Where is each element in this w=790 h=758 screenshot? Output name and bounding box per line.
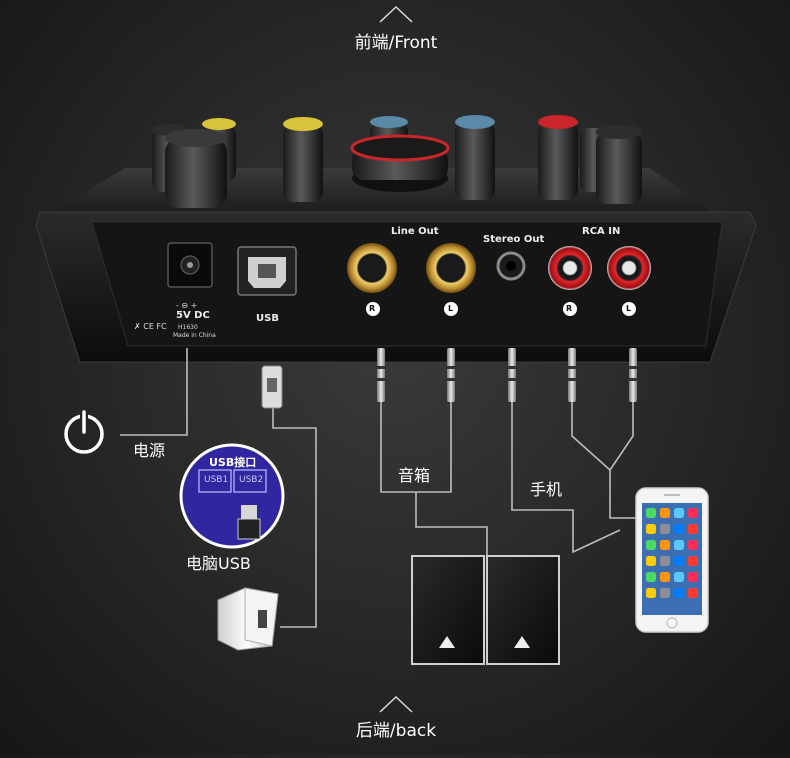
app-icon xyxy=(646,508,656,518)
usb-box-port1: USB1 xyxy=(204,475,229,485)
app-icon xyxy=(660,588,670,598)
device-knobs xyxy=(152,115,642,208)
knob-blue-cap xyxy=(455,115,495,129)
plug-speaker-r xyxy=(376,348,386,402)
badge-l xyxy=(622,302,636,316)
app-icon xyxy=(646,556,656,566)
badge-l xyxy=(444,302,458,316)
app-icon xyxy=(688,572,698,582)
app-icon xyxy=(660,524,670,534)
badge-r xyxy=(563,302,577,316)
back-chevron-icon xyxy=(379,695,413,713)
usb-box-port2: USB2 xyxy=(239,475,264,485)
rca-in-jack-r xyxy=(548,246,592,290)
model-label: H1630 xyxy=(178,324,198,331)
line-out-label: Line Out xyxy=(391,226,439,237)
audio-mixer-device xyxy=(35,115,757,363)
usb-box-title: USB接口 xyxy=(209,456,257,469)
badge-r xyxy=(366,302,380,316)
stereo-out-label: Stereo Out xyxy=(483,234,545,245)
app-icon xyxy=(688,556,698,566)
smartphone xyxy=(635,487,709,633)
app-icon xyxy=(674,524,684,534)
power-label: 电源 xyxy=(133,441,166,460)
triangle-up-icon xyxy=(439,636,455,648)
cables xyxy=(120,348,636,628)
made-in-label: Made in China xyxy=(173,332,216,339)
plug-speaker-l xyxy=(446,348,456,402)
knob-blue-cap xyxy=(370,116,408,128)
app-icon xyxy=(674,540,684,550)
computer-icon xyxy=(217,587,279,651)
master-volume-knob xyxy=(350,134,450,162)
usb-interface-callout xyxy=(179,443,285,549)
knob-red-cap xyxy=(538,115,578,129)
app-icon xyxy=(688,524,698,534)
computer-usb-label: 电脑USB xyxy=(186,554,251,573)
cert-label: ✗ CE FC xyxy=(134,322,167,331)
speaker-left xyxy=(411,555,485,665)
app-icon xyxy=(646,540,656,550)
speaker-right xyxy=(486,555,560,665)
rca-in-jack-l xyxy=(607,246,651,290)
app-icon xyxy=(674,556,684,566)
app-icon xyxy=(688,540,698,550)
plug-phone xyxy=(507,348,517,402)
rca-r-text: R xyxy=(566,304,573,313)
app-icon xyxy=(674,508,684,518)
app-icon xyxy=(646,572,656,582)
phone-app-grid xyxy=(646,508,698,598)
app-icon xyxy=(660,540,670,550)
line-out-jack-r xyxy=(347,243,397,293)
back-label: 后端/back xyxy=(355,721,437,741)
triangle-up-icon xyxy=(514,636,530,648)
line-out-l-text: L xyxy=(448,304,454,313)
audio-plugs xyxy=(261,348,638,409)
app-icon xyxy=(660,556,670,566)
power-icon xyxy=(64,408,104,454)
front-label: 前端/Front xyxy=(354,33,438,53)
plug-rca-l xyxy=(628,348,638,402)
app-icon xyxy=(646,588,656,598)
app-icon xyxy=(688,588,698,598)
usb-port-label: USB xyxy=(256,313,279,324)
app-icon xyxy=(660,508,670,518)
line-out-r-text: R xyxy=(369,304,376,313)
knob-yellow-cap xyxy=(283,117,323,131)
rca-l-text: L xyxy=(626,304,632,313)
front-chevron-icon xyxy=(379,5,413,23)
line-out-jack-l xyxy=(426,243,476,293)
app-icon xyxy=(646,524,656,534)
app-icon xyxy=(674,588,684,598)
app-icon xyxy=(674,572,684,582)
rca-in-label: RCA IN xyxy=(582,226,621,237)
usb-plug xyxy=(261,365,283,409)
phone-label: 手机 xyxy=(530,480,563,499)
app-icon xyxy=(688,508,698,518)
speaker-label: 音箱 xyxy=(398,466,431,485)
knob-yellow-cap xyxy=(202,118,236,130)
app-icon xyxy=(660,572,670,582)
polarity-label: - ⊖ + xyxy=(176,301,198,310)
dc-label: 5V DC xyxy=(176,310,210,321)
plug-rca-r xyxy=(567,348,577,402)
